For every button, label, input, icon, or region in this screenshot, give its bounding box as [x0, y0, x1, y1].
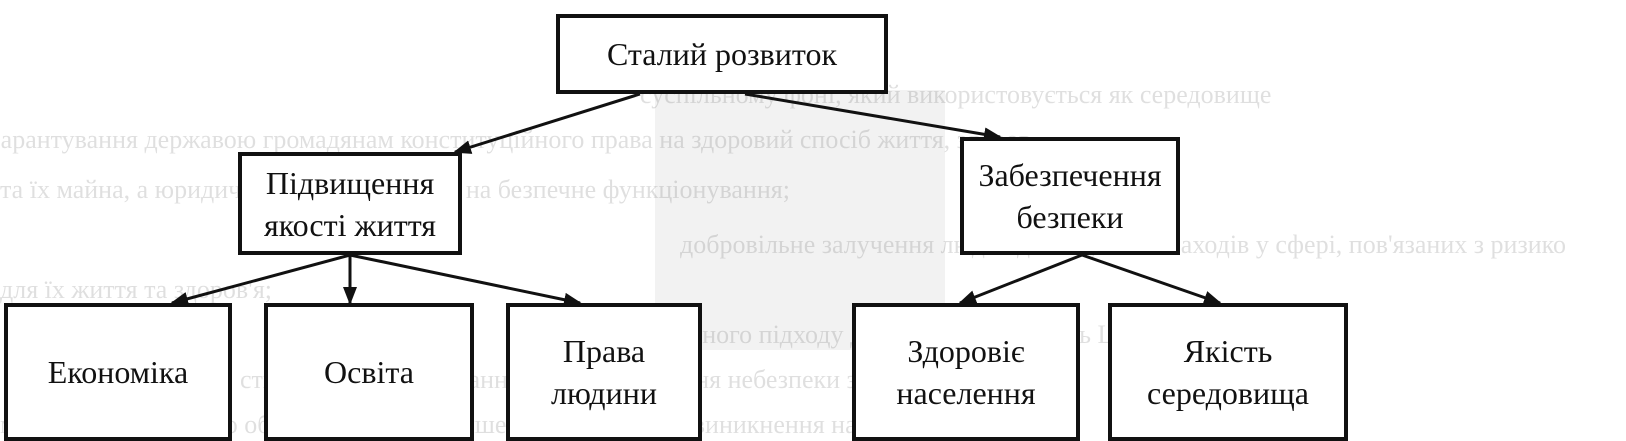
node-sustainable-development: Сталий розвиток: [556, 14, 888, 94]
node-education: Освіта: [264, 303, 474, 441]
connector-safety-to-environment: [1081, 253, 1222, 305]
node-population-health: Здоровіє населення: [852, 303, 1080, 441]
node-economy: Економіка: [4, 303, 232, 441]
node-environment-quality: Якість середовища: [1108, 303, 1348, 441]
connector-root-to-quality: [453, 92, 641, 154]
node-quality-of-life: Підвищення якості життя: [238, 152, 462, 255]
node-human-rights: Права людини: [506, 303, 702, 441]
connector-quality-to-economy: [170, 253, 351, 306]
connector-quality-to-rights: [349, 253, 582, 307]
node-safety: Забезпечення безпеки: [960, 137, 1180, 255]
connector-safety-to-health: [958, 253, 1083, 305]
connector-root-to-safety: [744, 92, 1002, 142]
